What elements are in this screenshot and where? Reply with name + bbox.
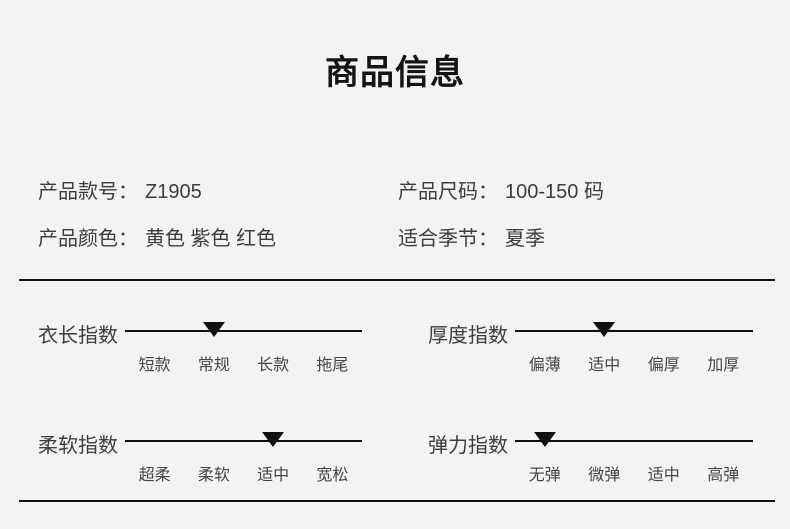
scale-level-label: 适中 — [647, 467, 680, 484]
index-scales: 衣长指数 短款 常规 长款 拖尾 厚度指数 偏薄 适中 偏 — [38, 306, 753, 486]
info-item-color: 产品颜色： 黄色 紫色 红色 — [38, 226, 398, 252]
elasticity-scale: 无弹 微弹 适中 高弹 — [515, 416, 753, 486]
info-value: Z1905 — [145, 181, 202, 203]
triangle-marker-icon — [533, 432, 556, 447]
scale-level-labels: 短款 常规 长款 拖尾 — [125, 351, 362, 375]
scale-level-label: 柔软 — [197, 467, 230, 484]
scale-level-label: 微弹 — [588, 467, 621, 484]
index-name: 弹力指数 — [428, 435, 508, 457]
scale-level-labels: 偏薄 适中 偏厚 加厚 — [515, 351, 753, 375]
scale-level-label: 长款 — [257, 357, 290, 374]
scale-level-label: 高弹 — [707, 467, 740, 484]
index-name: 柔软指数 — [38, 435, 118, 457]
info-value: 100-150 码 — [505, 181, 604, 203]
scale-level-label: 短款 — [138, 357, 171, 374]
scale-line — [125, 440, 362, 442]
scale-level-label: 宽松 — [316, 467, 349, 484]
index-item-softness: 柔软指数 超柔 柔软 适中 宽松 — [38, 416, 362, 486]
triangle-marker-icon — [202, 322, 225, 337]
scale-level-label: 常规 — [197, 357, 230, 374]
softness-scale: 超柔 柔软 适中 宽松 — [125, 416, 362, 486]
info-label: 产品款号： — [38, 181, 138, 203]
index-name: 厚度指数 — [428, 325, 508, 347]
info-value: 夏季 — [505, 228, 545, 250]
scale-level-label: 加厚 — [707, 357, 740, 374]
scale-line — [515, 440, 753, 442]
triangle-marker-icon — [262, 432, 285, 447]
product-attributes: 产品款号：Z1905 产品尺码：100-150 码 产品颜色：黄色 紫色 红色 … — [38, 179, 775, 252]
index-item-thickness: 厚度指数 偏薄 适中 偏厚 加厚 — [428, 306, 753, 376]
page-title: 商品信息 — [325, 54, 465, 92]
index-name: 衣长指数 — [38, 325, 118, 347]
info-value: 黄色 紫色 红色 — [145, 228, 277, 250]
scale-level-label: 适中 — [257, 467, 290, 484]
scale-level-label: 无弹 — [528, 467, 561, 484]
triangle-marker-icon — [593, 322, 616, 337]
divider-top — [19, 279, 775, 281]
length-scale: 短款 常规 长款 拖尾 — [125, 306, 362, 376]
scale-level-label: 偏薄 — [528, 357, 561, 374]
info-item-model: 产品款号： Z1905 — [38, 179, 398, 205]
scale-line — [515, 330, 753, 332]
scale-line — [125, 330, 362, 332]
info-label: 产品颜色： — [38, 228, 138, 250]
index-item-length: 衣长指数 短款 常规 长款 拖尾 — [38, 306, 362, 376]
scale-level-label: 超柔 — [138, 467, 171, 484]
scale-level-labels: 无弹 微弹 适中 高弹 — [515, 461, 753, 485]
info-label: 适合季节： — [398, 228, 498, 250]
index-item-elasticity: 弹力指数 无弹 微弹 适中 高弹 — [428, 416, 753, 486]
scale-level-label: 拖尾 — [316, 357, 349, 374]
info-item-size: 产品尺码： 100-150 码 — [398, 179, 775, 205]
thickness-scale: 偏薄 适中 偏厚 加厚 — [515, 306, 753, 376]
scale-level-label: 适中 — [588, 357, 621, 374]
info-label: 产品尺码： — [398, 181, 498, 203]
scale-level-labels: 超柔 柔软 适中 宽松 — [125, 461, 362, 485]
divider-bottom — [19, 500, 775, 502]
scale-level-label: 偏厚 — [647, 357, 680, 374]
info-item-season: 适合季节： 夏季 — [398, 226, 775, 252]
